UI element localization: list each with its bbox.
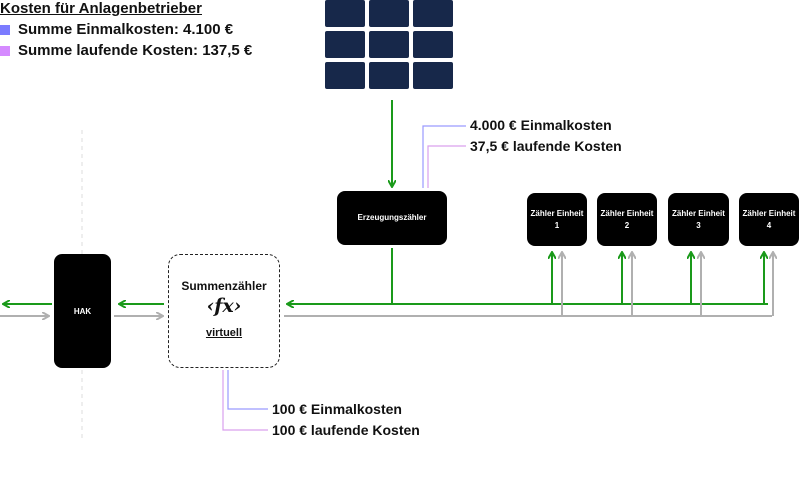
solar-running-cost: 37,5 € laufende Kosten	[470, 138, 622, 154]
unit-meter-4-box[interactable]: Zähler Einheit 4	[739, 193, 799, 246]
summen-running-cost: 100 € laufende Kosten	[272, 422, 420, 438]
solar-one-time-cost: 4.000 € Einmalkosten	[470, 117, 612, 133]
hak-label: HAK	[73, 306, 92, 316]
unit-meter-3-label: Zähler Einheit	[672, 208, 725, 218]
generation-meter-box[interactable]: Erzeugungszähler	[337, 191, 447, 245]
fx-right-chevron-icon: ›	[233, 295, 242, 317]
unit-meter-4-label: Zähler Einheit	[742, 208, 796, 218]
unit-meter-2-label: Zähler Einheit	[600, 208, 654, 218]
legend-title: Kosten für Anlagenbetrieber	[0, 0, 202, 17]
solar-panel-icon	[323, 0, 455, 92]
unit-connectors	[552, 253, 773, 316]
summen-running-cost-line	[222, 370, 268, 431]
legend-swatch-one-time	[0, 24, 10, 35]
summen-one-time-cost: 100 € Einmalkosten	[272, 401, 402, 417]
unit-meter-2-box[interactable]: Zähler Einheit 2	[597, 193, 657, 246]
unit-meter-2-number: 2	[624, 220, 630, 230]
sum-meter-subtitle: virtuell	[205, 327, 243, 339]
legend-swatch-running	[0, 45, 10, 56]
legend-item-one-time: Summe Einmalkosten: 4.100 €	[0, 21, 233, 38]
solar-one-time-cost-line	[422, 125, 466, 188]
fx-formula: fx	[214, 295, 234, 317]
legend-item-running: Summe laufende Kosten: 137,5 €	[0, 42, 252, 59]
unit-meter-1-number: 1	[554, 220, 560, 230]
fx-left-chevron-icon: ‹	[206, 295, 215, 317]
generation-meter-label: Erzeugungszähler	[357, 213, 427, 222]
hak-box[interactable]: HAK	[54, 254, 111, 368]
solar-running-cost-line	[427, 145, 466, 188]
function-icon: ‹fx›	[169, 295, 279, 317]
unit-meter-4-number: 4	[766, 220, 772, 230]
legend-label-one-time: Summe Einmalkosten: 4.100 €	[18, 21, 234, 38]
unit-meter-1-box[interactable]: Zähler Einheit 1	[527, 193, 587, 246]
sum-meter-title: Summenzähler	[181, 279, 267, 293]
unit-meter-3-box[interactable]: Zähler Einheit 3	[668, 193, 729, 246]
unit-meter-3-number: 3	[696, 220, 701, 230]
legend-label-running: Summe laufende Kosten: 137,5 €	[18, 42, 253, 59]
virtual-sum-meter-box[interactable]: Summenzähler ‹fx› virtuell	[168, 254, 280, 368]
summen-one-time-cost-line	[227, 370, 268, 410]
unit-meter-1-label: Zähler Einheit	[530, 208, 584, 218]
